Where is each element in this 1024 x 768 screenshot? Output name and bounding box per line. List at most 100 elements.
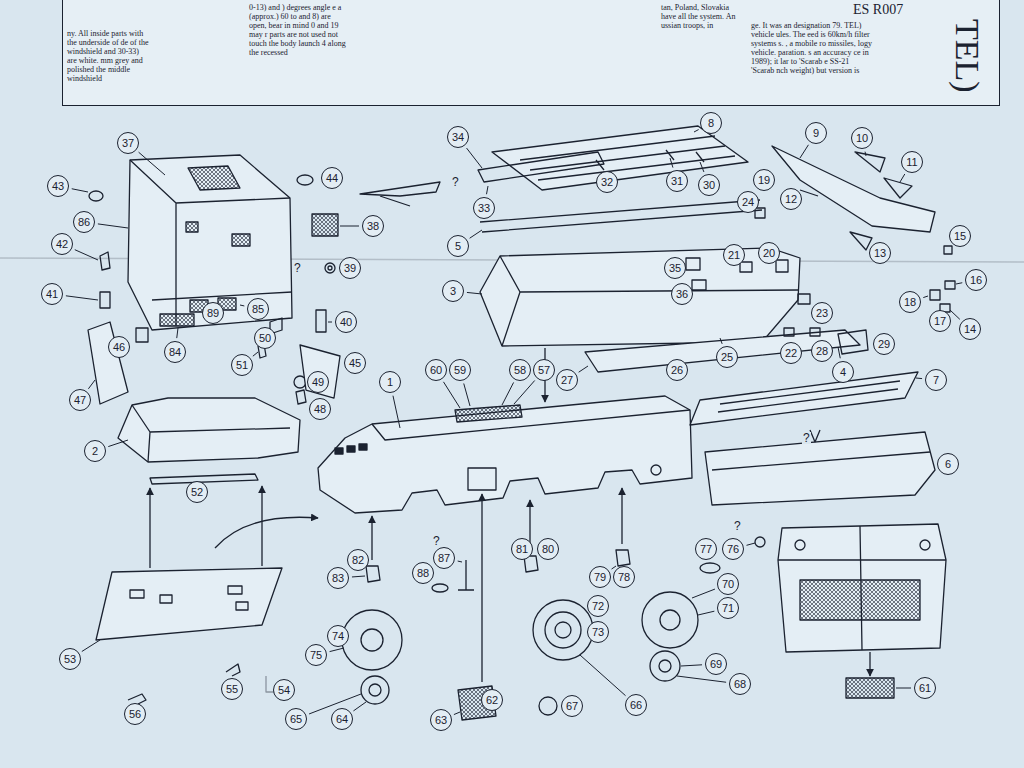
hull [372,410,690,440]
running-gear [539,697,557,715]
missile [772,146,935,232]
callout-circle: 72 [587,595,609,617]
launcher [686,258,700,270]
callout-number: 73 [592,627,604,638]
running-gear [555,622,571,638]
running-gear [533,600,593,660]
leader-line [670,158,673,168]
callout-circle: 16 [965,269,987,291]
leader-line [514,380,535,404]
floor-plate [920,540,930,550]
callout-number: 62 [486,695,498,706]
callout-number: 89 [207,308,219,319]
launcher [755,208,765,218]
running-gear [659,660,671,672]
callout-circle: 8 [700,112,722,134]
callout-circle: 52 [186,481,208,503]
note-text: 0-13) and ) degrees angle e a (approx.) … [249,3,349,57]
callout-number: 88 [417,568,429,579]
floor-plate [778,526,946,650]
launcher [810,328,820,336]
side-panels [690,372,935,505]
hull [318,348,692,682]
hull [347,446,355,452]
callout-number: 9 [813,128,819,139]
leader-line [916,378,922,380]
callout-number: 68 [734,679,746,690]
callout-number: 21 [728,250,740,261]
callout-circle: 82 [347,549,369,571]
leader-line [956,283,962,284]
leader-line [139,152,165,175]
callout-circle: 13 [869,242,891,264]
callout-circle: 24 [737,191,759,213]
small-parts-left [89,191,103,201]
callout-number: 26 [671,365,683,376]
callout-number: 81 [516,544,528,555]
leader-line [328,322,332,323]
launcher [520,136,735,180]
launcher [492,126,748,190]
callout-circle: 1 [379,371,401,393]
callout-number: 69 [710,659,722,670]
running-gear [755,537,765,547]
floor-plate [800,580,920,620]
callout-circle: 26 [666,359,688,381]
callout-number: 34 [452,132,464,143]
leader-line [950,310,960,319]
query-mark: ? [432,535,441,547]
cab-underside [160,595,172,603]
callout-number: 36 [676,289,688,300]
query-mark: ? [802,432,811,444]
callout-number: 6 [945,459,951,470]
callout-number: 58 [514,365,526,376]
callout-circle: 10 [851,127,873,149]
callout-circle: 15 [949,225,971,247]
leader-line [838,347,840,358]
callout-number: 49 [312,377,324,388]
running-gear [660,610,680,630]
callout-number: 55 [226,684,238,695]
leader-line [698,611,714,615]
running-gear [361,629,383,651]
note-text: ES R007 [853,2,903,18]
callout-circle: 23 [811,302,833,324]
leader-line [66,296,98,300]
callout-circle: 88 [412,562,434,584]
callout-circle: 36 [671,283,693,305]
callout-circle: 74 [327,625,349,647]
leader-line [467,292,482,294]
side-panels [810,430,820,442]
callout-number: 41 [46,289,58,300]
callout-number: 32 [601,177,613,188]
callout-number: 53 [64,654,76,665]
cab-upper [128,155,292,330]
cab-underside [215,517,318,548]
callout-number: 23 [816,308,828,319]
line-art [88,126,955,720]
callout-number: 74 [332,631,344,642]
callout-circle: 86 [73,211,95,233]
cab-underside [226,664,240,676]
callout-number: 50 [259,333,271,344]
callout-circle: 40 [335,311,357,333]
running-gear [342,537,765,720]
callout-number: 39 [344,263,356,274]
cab-underside [96,486,318,704]
callout-circle: 78 [613,566,635,588]
running-gear [650,651,680,681]
running-gear [545,612,581,648]
missile [944,246,952,254]
running-gear [616,550,630,566]
small-parts-left [325,263,335,273]
callout-number: 27 [561,375,573,386]
hull [318,396,692,513]
missile [930,290,940,300]
cab-underside [228,586,242,594]
small-parts-left [100,252,110,270]
callout-number: 52 [191,487,203,498]
leader-line [98,224,128,228]
callout-number: 77 [700,544,712,555]
callout-circle: 67 [561,695,583,717]
callout-circle: 35 [664,257,686,279]
